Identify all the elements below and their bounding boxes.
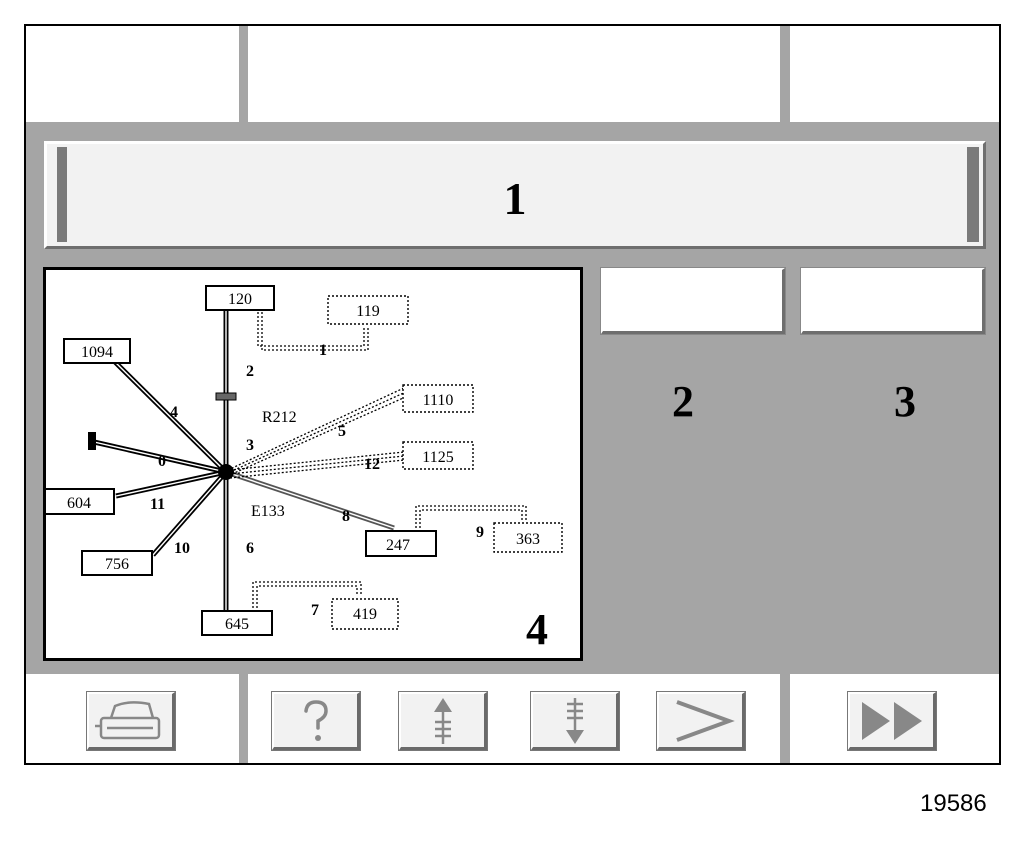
link-8-label: 8 [342,508,350,525]
hub-node [218,464,234,480]
scroll-up-icon [434,698,452,744]
link-1 [257,308,365,347]
fast-forward-button[interactable] [847,691,937,751]
link-5 [227,386,407,471]
zone-1-label: 1 [503,173,527,224]
solid-node-boxes [46,285,437,636]
zone-2-field [600,267,786,335]
node-120-label: 120 [228,291,252,308]
link-5-label: 5 [338,423,346,440]
link-10-label: 10 [174,540,190,557]
node-1094-box [63,338,131,364]
header-cell-center [248,26,780,122]
node-labels: 120 119 1094 1110 1125 604 756 247 363 6… [67,291,540,633]
node-119-box [327,295,409,325]
title-bar: 1 [44,141,986,249]
hub-label-lower: E133 [251,503,285,520]
title-bar-left-cap [57,147,67,242]
node-247-box [365,530,437,557]
node-247-label: 247 [386,537,410,554]
node-1110-label: 1110 [423,392,454,409]
hub-label-upper: R212 [262,409,297,426]
printer-icon [95,701,161,740]
node-120-box [205,285,275,311]
scroll-up-button[interactable] [398,691,488,751]
node-363-label: 363 [516,531,540,548]
header-cell-left [26,26,239,122]
link-1-label: 1 [319,342,327,359]
fast-forward-icon [862,702,922,740]
link-12-label: 12 [364,456,380,473]
header-cell-right [790,26,999,122]
link-2-label: 2 [246,363,254,380]
solid-link-inner [93,308,395,610]
node-1125-box [402,441,474,470]
title-bar-right-cap [967,147,979,242]
help-button[interactable] [271,691,361,751]
link-0-label: 0 [158,453,166,470]
zone-2-label: 2 [672,377,694,426]
node-604-box [46,488,115,515]
link-labels: 1 2 3 4 5 6 7 8 9 10 11 12 0 [150,342,484,619]
dotted-node-boxes [327,295,563,630]
next-button[interactable] [656,691,746,751]
application-window: 1 2 3 [24,24,1001,765]
network-diagram: 120 119 1094 1110 1125 604 756 247 363 6… [46,285,563,654]
zone-3-field [800,267,986,335]
connector-marker [215,392,237,401]
node-363-box [493,522,563,553]
node-645-box [201,610,273,636]
link-7 [252,581,362,608]
link-9 [415,505,527,528]
help-icon [304,700,328,741]
node-419-box [331,598,399,630]
dotted-links [227,308,527,608]
link-9-label: 9 [476,524,484,541]
network-diagram-panel: 120 119 1094 1110 1125 604 756 247 363 6… [43,267,583,661]
zone-3-label: 3 [894,377,916,426]
zone-4-label: 4 [526,605,548,654]
scroll-down-icon [566,698,584,744]
link-3-label: 3 [246,437,254,454]
link-7-label: 7 [311,602,319,619]
link-12 [229,451,405,471]
terminal-marker [88,432,96,450]
node-756-box [81,550,153,576]
figure-reference-code: 19586 [920,790,987,817]
node-756-label: 756 [105,556,129,573]
print-button[interactable] [86,691,176,751]
node-119-label: 119 [356,303,379,320]
node-645-label: 645 [225,616,249,633]
link-11-label: 11 [150,496,165,513]
node-419-label: 419 [353,606,377,623]
link-4-label: 4 [170,404,178,421]
scroll-down-button[interactable] [530,691,620,751]
node-1125-label: 1125 [422,449,453,466]
node-1094-label: 1094 [81,344,113,361]
next-icon [676,700,735,742]
link-6-label: 6 [246,540,254,557]
node-1110-box [402,384,474,413]
node-604-label: 604 [67,495,91,512]
